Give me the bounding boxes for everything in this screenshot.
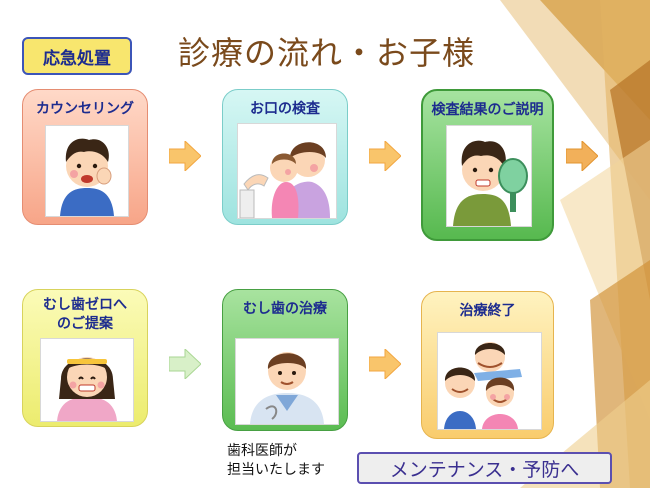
step-card-explanation: 検査結果のご説明 (421, 89, 554, 241)
emergency-badge: 応急処置 (22, 37, 132, 75)
arrow-right-icon (369, 141, 401, 171)
arrow-right-icon (566, 141, 598, 171)
mother-and-baby-illustration (237, 123, 337, 219)
page-title: 診療の流れ・お子様 (178, 34, 476, 72)
maintenance-box: メンテナンス・予防へ (357, 452, 612, 484)
step-label-line1: むし歯ゼロへ (43, 297, 127, 313)
dentist-note-line1: 歯科医師が (227, 443, 297, 459)
smiling-girl-illustration (40, 338, 134, 422)
step-card-inspection: お口の検査 (222, 89, 348, 225)
arrow-right-icon (169, 141, 201, 171)
step-label: むし歯の治療 (243, 301, 327, 317)
step-label-line2: のご提案 (57, 316, 113, 332)
step-label: お口の検査 (250, 101, 320, 117)
dentist-note: 歯科医師が 担当いたします (227, 442, 325, 480)
child-holding-cheek-illustration (45, 125, 129, 217)
happy-children-illustration (437, 332, 542, 430)
arrow-right-icon (169, 349, 201, 379)
step-label: むし歯ゼロへ のご提案 (23, 296, 147, 334)
step-card-finish: 治療終了 (421, 291, 554, 439)
step-label: カウンセリング (36, 101, 134, 117)
child-with-mirror-illustration (446, 125, 532, 227)
dentist-note-line2: 担当いたします (227, 462, 325, 478)
step-card-treatment: むし歯の治療 (222, 289, 348, 431)
arrow-right-icon (369, 349, 401, 379)
dentist-illustration (235, 338, 339, 425)
step-card-counseling: カウンセリング (22, 89, 148, 225)
step-label: 治療終了 (459, 303, 516, 319)
step-card-proposal: むし歯ゼロへ のご提案 (22, 289, 148, 427)
step-label: 検査結果のご説明 (431, 102, 544, 118)
